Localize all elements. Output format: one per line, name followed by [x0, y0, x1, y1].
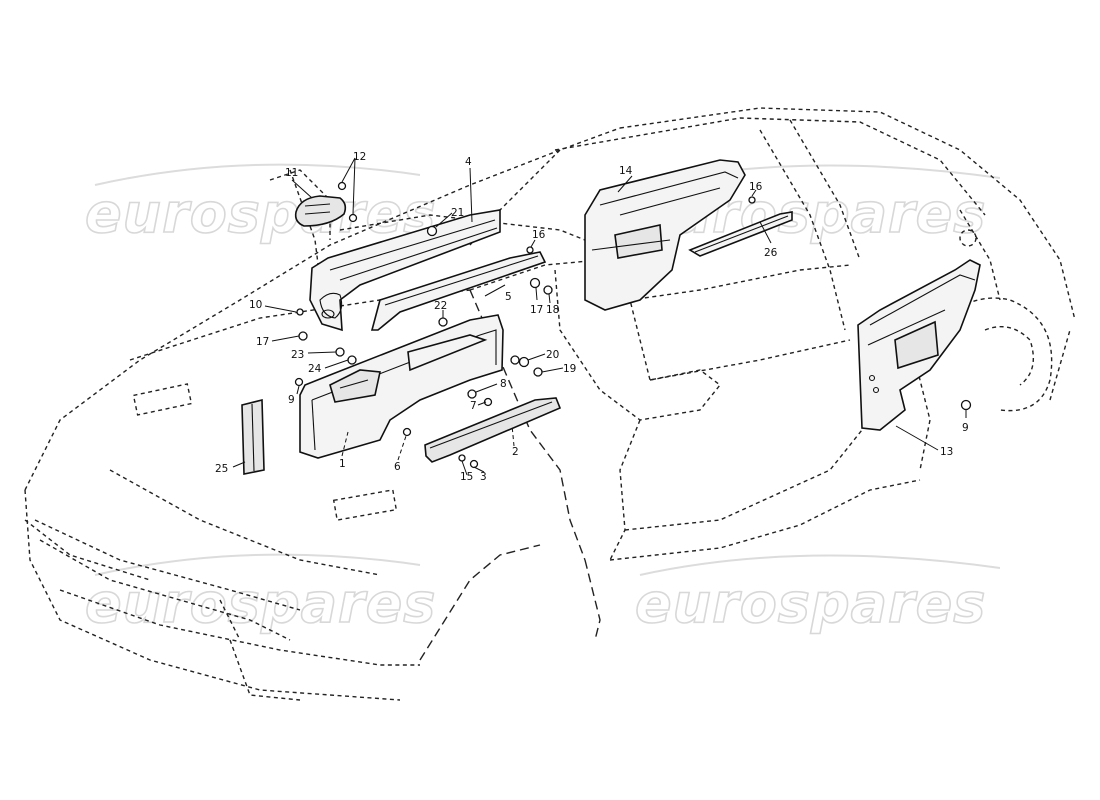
screw-12a — [337, 181, 347, 191]
callout-16: 16 — [749, 181, 763, 193]
screw-9a — [294, 377, 304, 387]
screw-9b — [960, 399, 972, 411]
callout-15: 15 — [460, 471, 473, 483]
callout-5: 5 — [505, 291, 512, 303]
car-body-outline — [24, 107, 1076, 701]
callout-4: 4 — [465, 156, 472, 168]
washer-17a — [529, 277, 541, 289]
part-2-armrest — [424, 397, 562, 463]
washer-8 — [467, 389, 477, 399]
clip-15 — [458, 454, 466, 462]
screw-19 — [533, 367, 543, 377]
washer-20 — [518, 356, 530, 368]
callout-6: 6 — [394, 461, 401, 473]
fasteners — [294, 181, 972, 469]
part-13-rear-door-panel — [857, 259, 981, 431]
screw-7 — [483, 397, 493, 407]
callout-2: 2 — [512, 446, 519, 458]
clip-22 — [438, 317, 448, 327]
washer-24 — [347, 355, 357, 365]
part-26-rear-trim-strip — [688, 211, 793, 257]
screw-6 — [402, 427, 412, 437]
callout-10: 10 — [249, 299, 262, 311]
callout-16: 16 — [532, 229, 546, 241]
callout-13: 13 — [940, 446, 953, 458]
watermark-bottom-right: eurospares — [634, 554, 1001, 636]
screw-3 — [469, 459, 479, 469]
callout-8: 8 — [500, 378, 507, 390]
screw-23 — [335, 347, 345, 357]
callout-17: 17 — [530, 304, 543, 316]
leader-lines — [232, 157, 967, 476]
callout-23: 23 — [291, 349, 304, 361]
callout-9: 9 — [288, 394, 295, 406]
screw-18 — [543, 285, 553, 295]
part-25-pillar-trim — [241, 398, 265, 475]
callout-25: 25 — [215, 463, 228, 475]
part-5-trim-strip — [370, 251, 547, 331]
clip-21 — [426, 225, 438, 237]
screw-12b — [348, 213, 358, 223]
callout-12: 12 — [353, 151, 366, 163]
callout-19: 19 — [563, 363, 576, 375]
watermark-text: eurospares — [635, 572, 986, 635]
callout-9: 9 — [962, 422, 969, 434]
callout-26: 26 — [764, 247, 778, 259]
callout-22: 22 — [434, 300, 447, 312]
callout-14: 14 — [619, 165, 633, 177]
callout-3: 3 — [480, 471, 487, 483]
clip-10 — [296, 308, 304, 316]
callout-1: 1 — [339, 458, 346, 470]
clip-16b — [748, 196, 756, 204]
callout-24: 24 — [308, 363, 322, 375]
watermark-top-left: eurospares — [84, 163, 436, 246]
watermark-text: eurospares — [85, 182, 436, 245]
part-14-rear-door-panel — [584, 159, 746, 311]
part-4-front-door-upper-trim — [309, 209, 501, 332]
clip-20a — [510, 355, 520, 365]
part-1-front-door-panel — [299, 314, 504, 459]
callout-17: 17 — [256, 336, 269, 348]
clip-16a — [526, 246, 534, 254]
callout-11: 11 — [285, 167, 298, 179]
callout-7: 7 — [470, 400, 477, 412]
watermark-bottom-left: eurospares — [84, 553, 436, 636]
part-11-grab-handle — [294, 195, 347, 227]
callout-18: 18 — [546, 304, 559, 316]
callout-21: 21 — [451, 207, 464, 219]
watermark-text: eurospares — [85, 572, 436, 635]
washer-17b — [298, 331, 308, 341]
callout-labels: 11 12 4 21 16 5 17 18 22 10 17 23 24 9 2… — [215, 151, 969, 483]
callout-20: 20 — [546, 349, 559, 361]
